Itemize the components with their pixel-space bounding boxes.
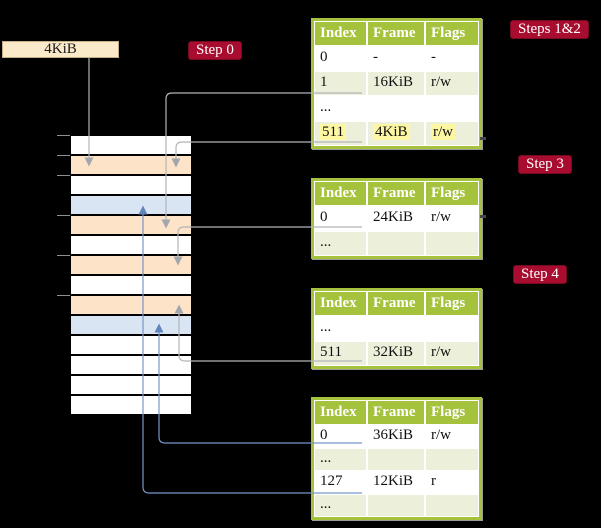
page-table-step-3: Index Frame Flags 0 24KiB r/w ... <box>311 178 482 259</box>
memory-frame-row <box>71 156 191 176</box>
flags-cell <box>426 495 478 516</box>
connector-stub <box>480 137 486 140</box>
column-header-index: Index <box>315 292 366 315</box>
index-cell: ... <box>315 449 366 470</box>
flags-cell <box>426 317 478 340</box>
table-row: 0 - - <box>315 47 478 70</box>
flags-cell: r/w <box>426 207 478 230</box>
memory-frame-row <box>71 176 191 196</box>
table-row: ... <box>315 317 478 340</box>
table-row: ... <box>315 495 478 516</box>
page-table-step-4: Index Frame Flags ... 511 32KiB r/w <box>311 288 482 369</box>
index-cell: 0 <box>315 426 366 447</box>
frame-cell: 32KiB <box>368 342 424 365</box>
memory-tick <box>57 255 70 256</box>
column-header-frame: Frame <box>368 292 424 315</box>
memory-frame-row <box>71 136 191 156</box>
memory-tick <box>57 215 70 216</box>
table-row-highlighted: 511 4KiB r/w <box>315 122 478 145</box>
flags-cell <box>426 449 478 470</box>
frame-cell <box>368 495 424 516</box>
memory-frame-row <box>71 356 191 376</box>
frame-cell: 12KiB <box>368 472 424 493</box>
memory-tick <box>57 175 70 176</box>
memory-frame-row <box>71 296 191 316</box>
flags-cell: r <box>426 472 478 493</box>
column-header-index: Index <box>315 401 366 424</box>
step-0-label: Step 0 <box>188 41 242 60</box>
index-cell: 1 <box>315 72 366 95</box>
index-cell: 511 <box>315 342 366 365</box>
table-row: ... <box>315 97 478 120</box>
frame-cell <box>368 449 424 470</box>
memory-frame-row <box>71 216 191 236</box>
table-row: 127 12KiB r <box>315 472 478 493</box>
index-cell: ... <box>315 495 366 516</box>
frame-cell <box>368 317 424 340</box>
step-4-label: Step 4 <box>513 265 567 284</box>
table-row: 0 24KiB r/w <box>315 207 478 230</box>
frame-cell: - <box>368 47 424 70</box>
flags-cell: r/w <box>426 342 478 365</box>
flags-cell <box>426 97 478 120</box>
flags-cell: r/w <box>426 72 478 95</box>
frame-cell <box>368 97 424 120</box>
table-row: 1 16KiB r/w <box>315 72 478 95</box>
index-cell: 0 <box>315 47 366 70</box>
frame-cell: 16KiB <box>368 72 424 95</box>
flags-cell: r/w <box>426 426 478 447</box>
frame-cell: 36KiB <box>368 426 424 447</box>
index-cell: 127 <box>315 472 366 493</box>
index-cell: 511 <box>315 122 366 145</box>
memory-tick <box>57 295 70 296</box>
index-cell: ... <box>315 317 366 340</box>
table-row: ... <box>315 232 478 255</box>
step-3-label: Step 3 <box>518 155 572 174</box>
memory-frame-row <box>71 196 191 216</box>
connector-stub <box>480 215 486 218</box>
memory-frame-row <box>71 276 191 296</box>
table-row: 511 32KiB r/w <box>315 342 478 365</box>
frame-cell: 24KiB <box>368 207 424 230</box>
steps-1-2-label: Steps 1&2 <box>510 20 589 39</box>
page-size-box: 4KiB <box>2 41 119 58</box>
column-header-flags: Flags <box>426 401 478 424</box>
flags-cell: - <box>426 47 478 70</box>
column-header-flags: Flags <box>426 22 478 45</box>
memory-frame-row <box>71 336 191 356</box>
column-header-frame: Frame <box>368 401 424 424</box>
frame-cell: 4KiB <box>368 122 424 145</box>
memory-tick <box>57 155 70 156</box>
column-header-index: Index <box>315 182 366 205</box>
column-header-flags: Flags <box>426 292 478 315</box>
flags-cell <box>426 232 478 255</box>
physical-memory-stack <box>71 136 191 416</box>
memory-frame-row <box>71 316 191 336</box>
page-table-final-level: Index Frame Flags 0 36KiB r/w ... 127 12… <box>311 397 482 520</box>
index-cell: 0 <box>315 207 366 230</box>
table-row: 0 36KiB r/w <box>315 426 478 447</box>
memory-frame-row <box>71 236 191 256</box>
column-header-frame: Frame <box>368 182 424 205</box>
column-header-flags: Flags <box>426 182 478 205</box>
column-header-index: Index <box>315 22 366 45</box>
index-cell: ... <box>315 232 366 255</box>
flags-cell: r/w <box>426 122 478 145</box>
memory-frame-row <box>71 256 191 276</box>
table-row: ... <box>315 449 478 470</box>
memory-frame-row <box>71 376 191 396</box>
index-cell: ... <box>315 97 366 120</box>
page-table-steps-1-2: Index Frame Flags 0 - - 1 16KiB r/w ... … <box>311 18 482 149</box>
memory-frame-row <box>71 396 191 416</box>
memory-tick <box>57 135 70 136</box>
column-header-frame: Frame <box>368 22 424 45</box>
frame-cell <box>368 232 424 255</box>
